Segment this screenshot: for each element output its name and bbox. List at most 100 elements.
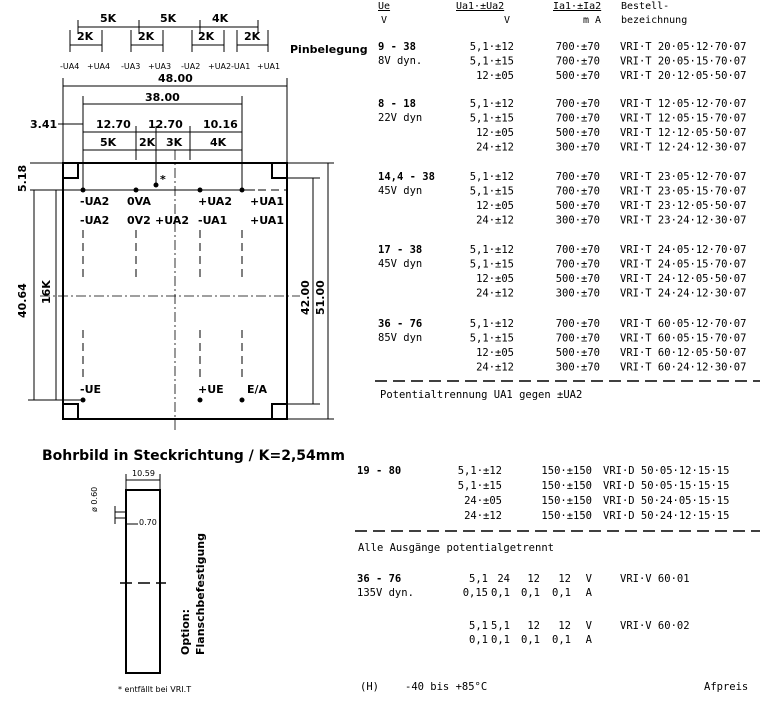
footprint-drawing: 48.00 38.00 3.41 12.70 12.70 10.16 5K 2K…	[16, 72, 345, 464]
group-dyn: 45V dyn	[378, 185, 422, 197]
row-ia: 150·±150	[541, 480, 592, 492]
pin-label-plus-ua3: +UA3	[148, 62, 171, 71]
row-ua: 5,1·±12	[470, 171, 514, 183]
row-ia: 150·±150	[541, 510, 592, 522]
row-code: VRI·D 50·05·12·15·15	[603, 465, 729, 477]
v1-volt: 5,1	[469, 573, 488, 585]
group-range: 17 - 38	[378, 244, 422, 256]
row-code: VRI·T 12·24·12·30·07	[620, 142, 746, 154]
row-ua: 24·±12	[476, 215, 514, 227]
v2-volt: V	[586, 620, 593, 632]
row-ia: 150·±150	[541, 465, 592, 477]
dim-060: ø 0.60	[90, 487, 99, 512]
bottom-e-a: E/A	[247, 383, 268, 396]
dim-341: 3.41	[30, 118, 57, 131]
k-dim-3k: 3K	[166, 136, 183, 149]
row-ua: 5,1·±12	[458, 465, 502, 477]
dim-1270-a: 12.70	[96, 118, 131, 131]
row-code: VRI·T 23·05·12·70·07	[620, 171, 746, 183]
pin-dim-2k-c: 2K	[198, 30, 215, 43]
all-separated-note: Alle Ausgänge potentialgetrennt	[358, 542, 554, 554]
row-code: VRI·T 20·05·15·70·07	[620, 56, 746, 68]
row-ia: 300·±70	[556, 215, 600, 227]
row-code: VRI·D 50·05·15·15·15	[603, 480, 729, 492]
row-code: VRI·T 24·24·12·30·07	[620, 288, 746, 300]
group-dyn: 22V dyn	[378, 112, 422, 124]
row-ua: 24·±12	[476, 288, 514, 300]
row-ia: 500·±70	[556, 200, 600, 212]
row-code: VRI·D 50·24·05·15·15	[603, 495, 729, 507]
row1-minus-ua2: -UA2	[80, 195, 109, 208]
v2-volt: 12	[558, 620, 571, 632]
row-ua: 12·±05	[476, 70, 514, 82]
group-dyn: 8V dyn.	[378, 55, 422, 67]
k-dim-2k: 2K	[139, 136, 156, 149]
pin-label-minus-ua4: -UA4	[60, 62, 79, 71]
row-ua: 5,1·±15	[470, 259, 514, 271]
dim-4064: 40.64	[16, 283, 29, 318]
pinout-diagram: 5K 5K 4K 2K 2K 2K 2K Pinbelegung -UA4 +U…	[60, 12, 368, 71]
row-ia: 700·±70	[556, 98, 600, 110]
option-label: Option:	[179, 609, 192, 655]
pinbelegung-label: Pinbelegung	[290, 43, 368, 56]
row2-plus-ua2: +UA2	[155, 214, 189, 227]
pin-dim-5k-a: 5K	[100, 12, 117, 25]
drilling-caption: Bohrbild in Steckrichtung / K=2,54mm	[42, 448, 345, 464]
v2-volt: 5,1	[491, 620, 510, 632]
row-code: VRI·T 60·05·12·70·07	[620, 318, 746, 330]
hdr-order-2: bezeichnung	[621, 15, 687, 26]
group-d-range: 19 - 80	[357, 465, 401, 477]
row-ua: 12·±05	[476, 347, 514, 359]
ordering-table: Ue V Ua1·±Ua2 V Ia1·±Ia2 m A Bestell- be…	[355, 1, 760, 693]
v2-amp: A	[586, 634, 593, 646]
bottom-plus-ue: +UE	[198, 383, 224, 396]
footer-price: Afpreis	[704, 681, 748, 693]
row-ua: 5,1·±12	[470, 98, 514, 110]
row-ua: 12·±05	[476, 127, 514, 139]
row2-minus-ua1: -UA1	[198, 214, 227, 227]
v1-amp: 0,1	[491, 587, 510, 599]
row-ia: 700·±70	[556, 41, 600, 53]
v1-amp: 0,15	[463, 587, 488, 599]
k-dim-5k: 5K	[100, 136, 117, 149]
group-dyn: 85V dyn	[378, 332, 422, 344]
pin-label-minus-ua3: -UA3	[121, 62, 140, 71]
hdr-ua: Ua1·±Ua2	[456, 1, 504, 12]
v2-code: VRI·V 60·02	[620, 620, 690, 632]
row-code: VRI·T 60·24·12·30·07	[620, 362, 746, 374]
v1-amp: 0,1	[521, 587, 540, 599]
row-ua: 5,1·±15	[470, 186, 514, 198]
pin-label-minus-ua2: -UA2	[181, 62, 200, 71]
pin-dim-5k-b: 5K	[160, 12, 177, 25]
row-ia: 700·±70	[556, 259, 600, 271]
row-ia: 700·±70	[556, 113, 600, 125]
v2-amp: 0,1	[521, 634, 540, 646]
dim-1270-b: 12.70	[148, 118, 183, 131]
row1-plus-ua1: +UA1	[250, 195, 284, 208]
dim-16k: 16K	[40, 280, 53, 304]
pin-label-plus-ua2: +UA2	[208, 62, 231, 71]
row2-minus-ua2: -UA2	[80, 214, 109, 227]
dim-38: 38.00	[145, 91, 180, 104]
side-view-drawing: 10.59 ø 0.60 0.70 Option: Flanschbefesti…	[90, 469, 207, 694]
row-ia: 150·±150	[541, 495, 592, 507]
group-v-range: 36 - 76	[357, 573, 401, 585]
hdr-ia-unit: m A	[583, 15, 601, 26]
v1-volt: V	[586, 573, 593, 585]
row-code: VRI·T 24·12·05·50·07	[620, 273, 746, 285]
row-ua: 5,1·±15	[470, 333, 514, 345]
row-code: VRI·T 12·05·12·70·07	[620, 98, 746, 110]
row-code: VRI·T 60·05·15·70·07	[620, 333, 746, 345]
v1-amp: A	[586, 587, 593, 599]
flansch-label: Flanschbefestigung	[194, 533, 207, 655]
row1-0va: 0VA	[127, 195, 151, 208]
row-ua: 24·±12	[464, 510, 502, 522]
row-ua: 24·±12	[476, 142, 514, 154]
row-ia: 500·±70	[556, 273, 600, 285]
row-code: VRI·T 20·12·05·50·07	[620, 70, 746, 82]
v2-volt: 12	[527, 620, 540, 632]
row-ia: 700·±70	[556, 56, 600, 68]
